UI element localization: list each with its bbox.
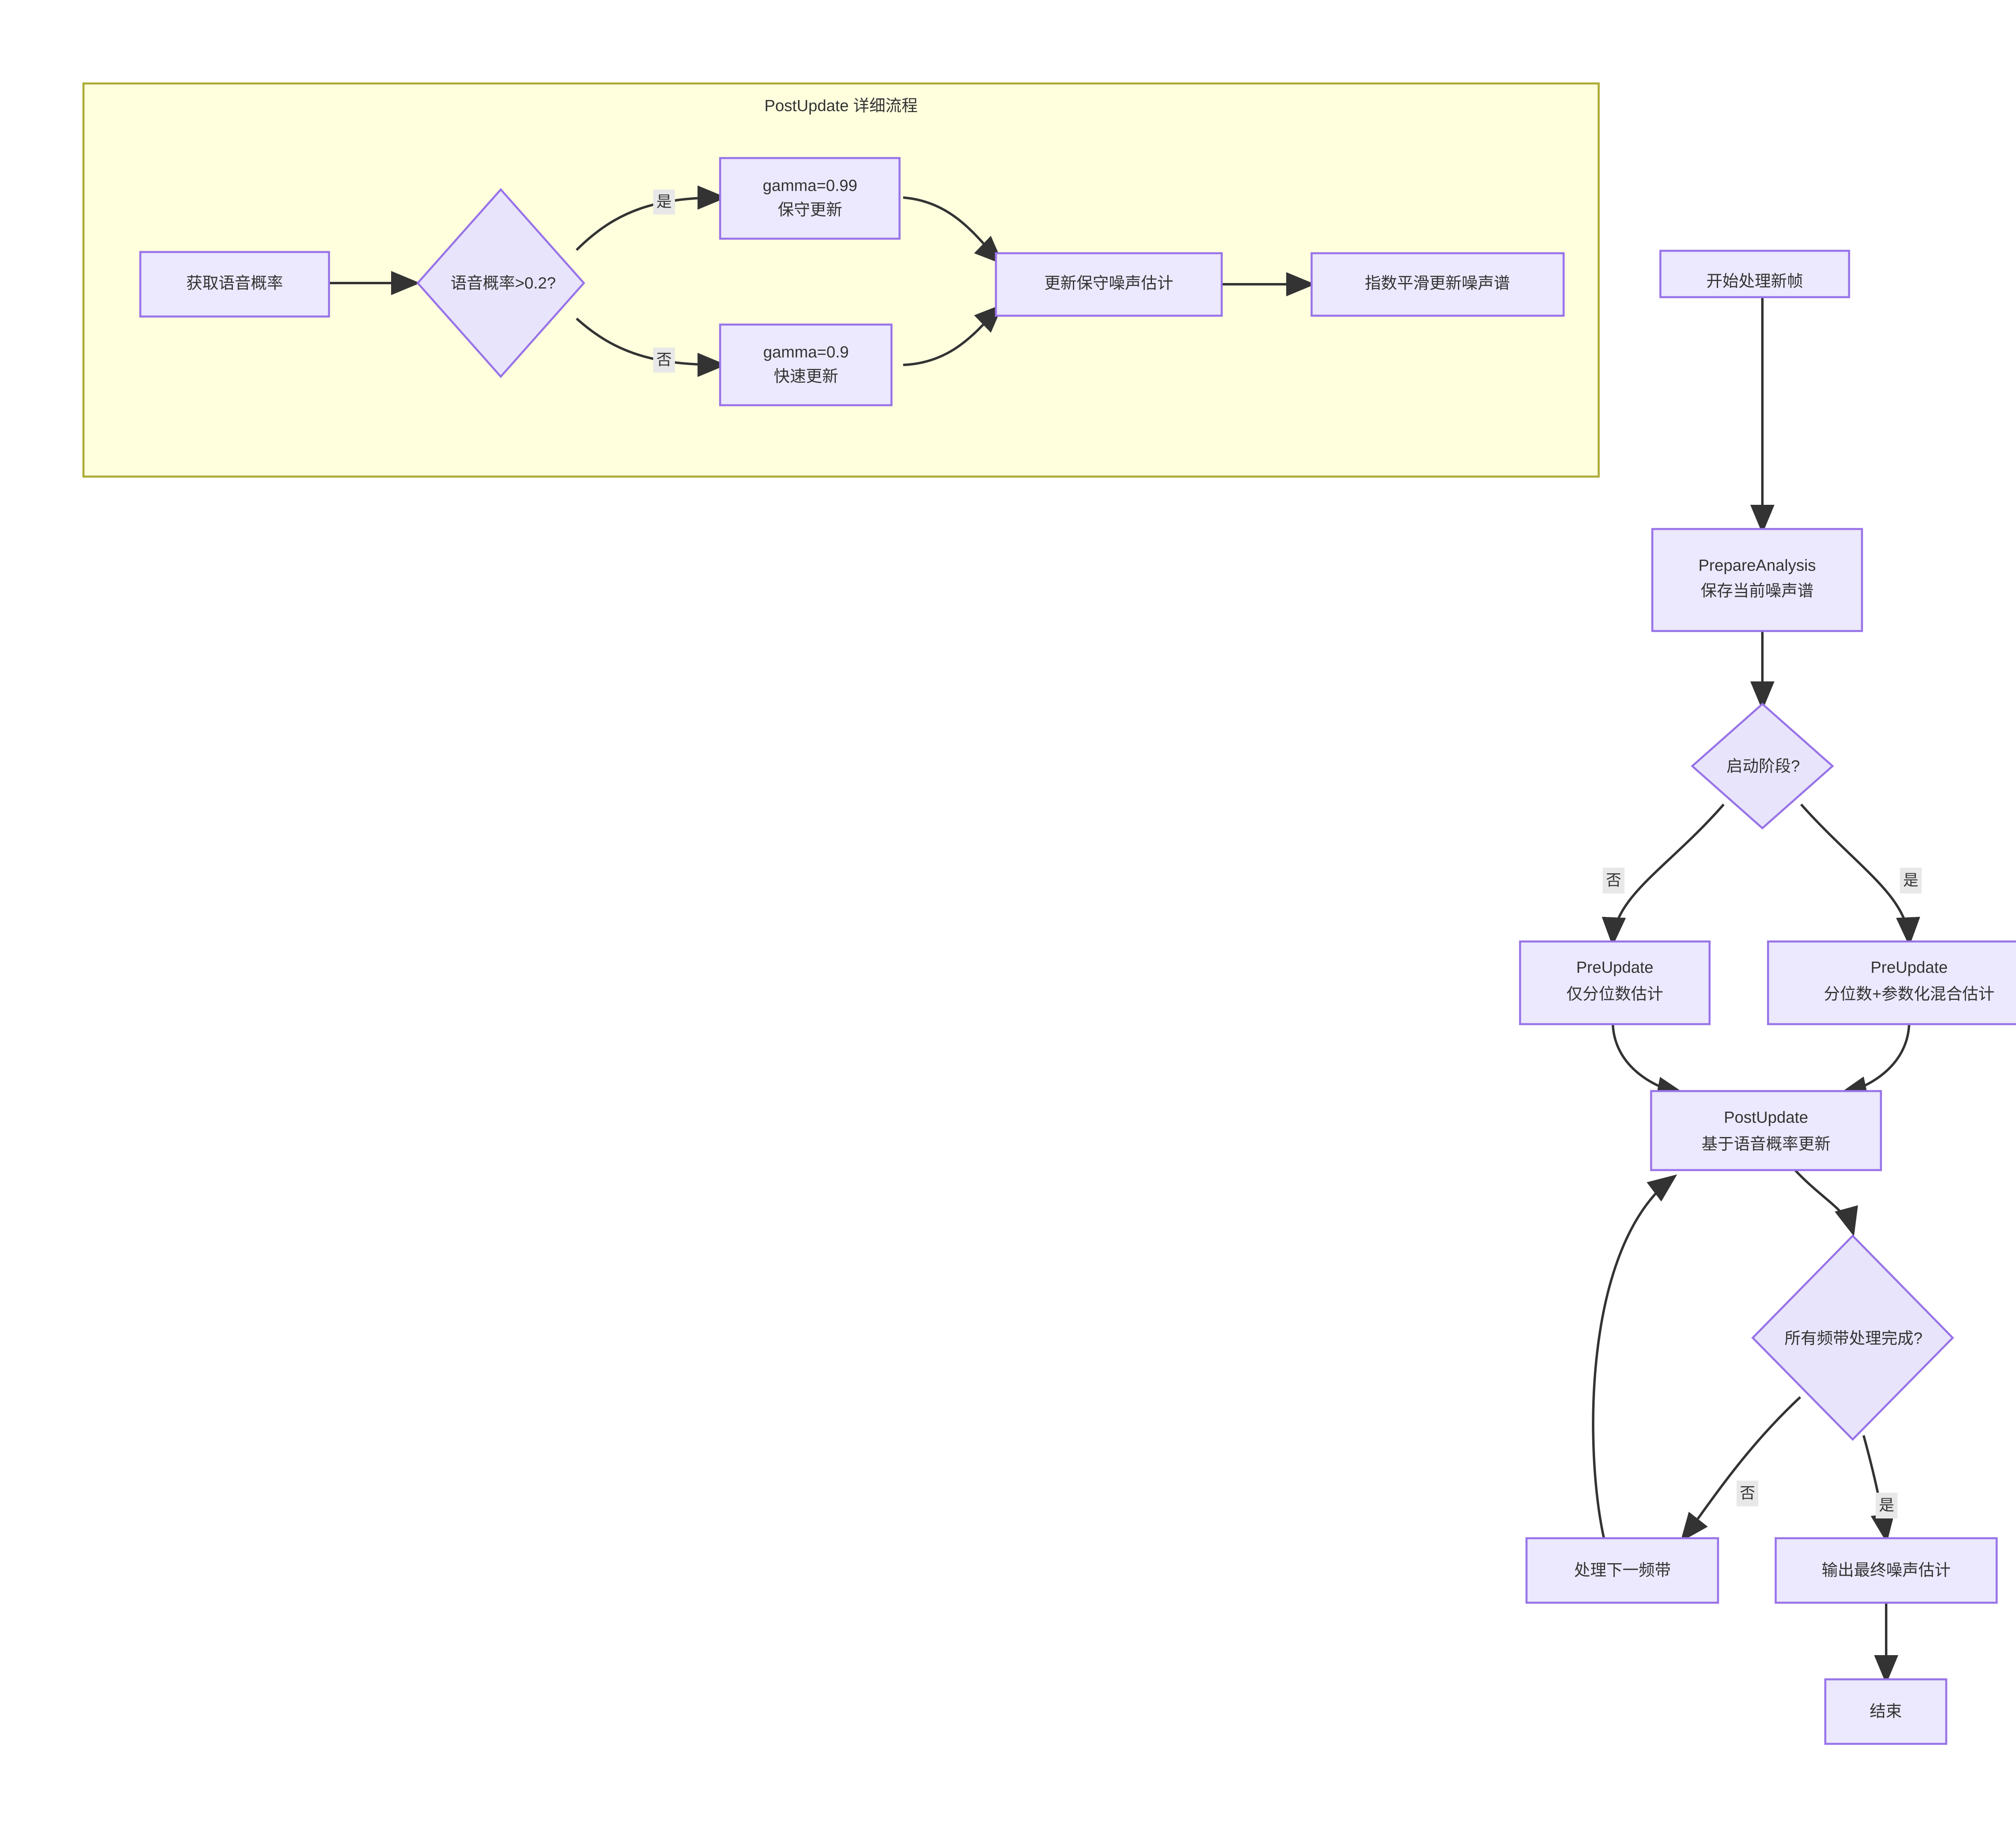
- node-update-conservative[interactable]: 更新保守噪声估计: [995, 252, 1223, 317]
- gamma-09-label-1: gamma=0.9: [763, 344, 849, 361]
- node-get-speech-prob[interactable]: 获取语音概率: [139, 251, 330, 318]
- preupdate-quantile-label-2: 仅分位数估计: [1566, 985, 1663, 1003]
- edge-startup-no-preupdate-quantile: [1602, 804, 1725, 946]
- output-noise-label: 输出最终噪声估计: [1822, 1562, 1951, 1579]
- postupdate-box[interactable]: [1650, 1090, 1882, 1171]
- gamma-099-label-2: 保守更新: [778, 201, 842, 219]
- edge-bands-yes-output: [1862, 1435, 1895, 1543]
- startup-gate-label: 启动阶段?: [1727, 758, 1800, 775]
- output-noise-box[interactable]: [1774, 1537, 1998, 1604]
- gamma-09-label-2: 快速更新: [774, 368, 838, 385]
- preupdate-quantile-box[interactable]: [1519, 940, 1711, 1025]
- edge-gamma09-to-conservative: [903, 304, 1004, 366]
- update-conservative-label: 更新保守噪声估计: [1044, 275, 1173, 292]
- node-gamma-09[interactable]: gamma=0.9 快速更新: [719, 323, 893, 406]
- postupdate-label-2: 基于语音概率更新: [1702, 1135, 1831, 1153]
- edge-label-gate-no-text: 否: [656, 352, 672, 369]
- get-speech-prob-box[interactable]: [139, 251, 330, 318]
- exp-smooth-box[interactable]: [1310, 252, 1565, 317]
- gamma-099-label-1: gamma=0.99: [763, 177, 858, 195]
- edge-label-bands-yes-text: 是: [1879, 1497, 1894, 1514]
- preupdate-mixed-label-2: 分位数+参数化混合估计: [1824, 985, 1994, 1003]
- speech-prob-gate-label: 语音概率>0.2?: [450, 275, 556, 292]
- prepare-analysis-box[interactable]: [1651, 528, 1863, 632]
- startup-gate-diamond[interactable]: [1691, 702, 1834, 830]
- end-box[interactable]: [1824, 1678, 1947, 1745]
- edge-label-bands-no-text: 否: [1740, 1485, 1755, 1502]
- start-frame-box[interactable]: [1659, 250, 1850, 298]
- node-gamma-099[interactable]: gamma=0.99 保守更新: [719, 157, 901, 240]
- edge-label-gate-no-bg: [653, 348, 675, 373]
- node-all-bands-gate[interactable]: 所有频带处理完成?: [1751, 1234, 1954, 1441]
- edge-label-startup-no-text: 否: [1606, 872, 1621, 889]
- edge-label-bands-yes-bg: [1876, 1493, 1897, 1518]
- preupdate-quantile-label-1: PreUpdate: [1576, 959, 1653, 977]
- node-preupdate-mixed[interactable]: PreUpdate 分位数+参数化混合估计: [1767, 940, 2016, 1025]
- edge-label-bands-no-bg: [1737, 1481, 1758, 1506]
- subgraph-title: PostUpdate 详细流程: [764, 97, 918, 115]
- edge-label-gate-yes-text: 是: [656, 194, 672, 210]
- edge-label-startup-yes-bg: [1900, 868, 1922, 893]
- edge-label-gate-yes: 是: [653, 190, 675, 215]
- node-next-band[interactable]: 处理下一频带: [1525, 1537, 1719, 1604]
- edge-label-startup-no: 否: [1603, 868, 1624, 893]
- gamma-099-box[interactable]: [719, 157, 901, 240]
- edge-label-startup-yes: 是: [1900, 868, 1922, 893]
- edge-gate-yes-gamma099: [575, 185, 727, 251]
- edge-label-bands-yes: 是: [1876, 1493, 1897, 1518]
- node-output-noise[interactable]: 输出最终噪声估计: [1774, 1537, 1998, 1604]
- edge-next-band-loop-postupdate: [1592, 1174, 1677, 1539]
- next-band-label: 处理下一频带: [1574, 1562, 1671, 1579]
- node-preupdate-quantile[interactable]: PreUpdate 仅分位数估计: [1519, 940, 1711, 1025]
- start-frame-label: 开始处理新帧: [1706, 273, 1803, 290]
- preupdate-mixed-box[interactable]: [1767, 940, 2016, 1025]
- node-end[interactable]: 结束: [1824, 1678, 1947, 1745]
- edge-label-startup-no-bg: [1603, 868, 1624, 893]
- preupdate-mixed-label-1: PreUpdate: [1870, 959, 1947, 977]
- edge-startup-yes-preupdate-mixed: [1800, 804, 1920, 946]
- node-prepare-analysis[interactable]: PrepareAnalysis 保存当前噪声谱: [1651, 528, 1863, 632]
- update-conservative-box[interactable]: [995, 252, 1223, 317]
- edge-label-startup-yes-text: 是: [1903, 872, 1918, 889]
- all-bands-gate-diamond[interactable]: [1751, 1234, 1954, 1441]
- node-postupdate[interactable]: PostUpdate 基于语音概率更新: [1650, 1090, 1882, 1171]
- edge-bands-no-next-band: [1680, 1396, 1801, 1542]
- edge-preupdate-quantile-to-postupdate: [1612, 1024, 1686, 1101]
- prepare-analysis-label-1: PrepareAnalysis: [1698, 557, 1816, 575]
- node-exp-smooth[interactable]: 指数平滑更新噪声谱: [1310, 252, 1565, 317]
- edge-gate-no-gamma09: [575, 317, 727, 377]
- node-startup-gate[interactable]: 启动阶段?: [1691, 702, 1834, 830]
- exp-smooth-label: 指数平滑更新噪声谱: [1365, 275, 1510, 292]
- edge-label-bands-no: 否: [1737, 1481, 1758, 1506]
- postupdate-label-1: PostUpdate: [1724, 1109, 1808, 1127]
- edge-gamma099-to-conservative: [903, 196, 1004, 265]
- next-band-box[interactable]: [1525, 1537, 1719, 1604]
- node-speech-prob-gate[interactable]: 语音概率>0.2?: [416, 188, 585, 378]
- edge-label-gate-no: 否: [653, 348, 675, 373]
- edge-postupdate-to-bands-gate: [1793, 1168, 1858, 1237]
- prepare-analysis-label-2: 保存当前噪声谱: [1701, 582, 1814, 600]
- edge-preupdate-mixed-to-postupdate: [1838, 1024, 1910, 1100]
- edge-label-gate-yes-bg: [653, 190, 675, 215]
- get-speech-prob-label: 获取语音概率: [186, 275, 283, 292]
- speech-prob-gate-diamond[interactable]: [416, 188, 585, 378]
- node-start-frame[interactable]: 开始处理新帧: [1659, 250, 1850, 298]
- end-label: 结束: [1870, 1703, 1902, 1720]
- gamma-09-box[interactable]: [719, 323, 893, 406]
- all-bands-gate-label: 所有频带处理完成?: [1785, 1330, 1922, 1347]
